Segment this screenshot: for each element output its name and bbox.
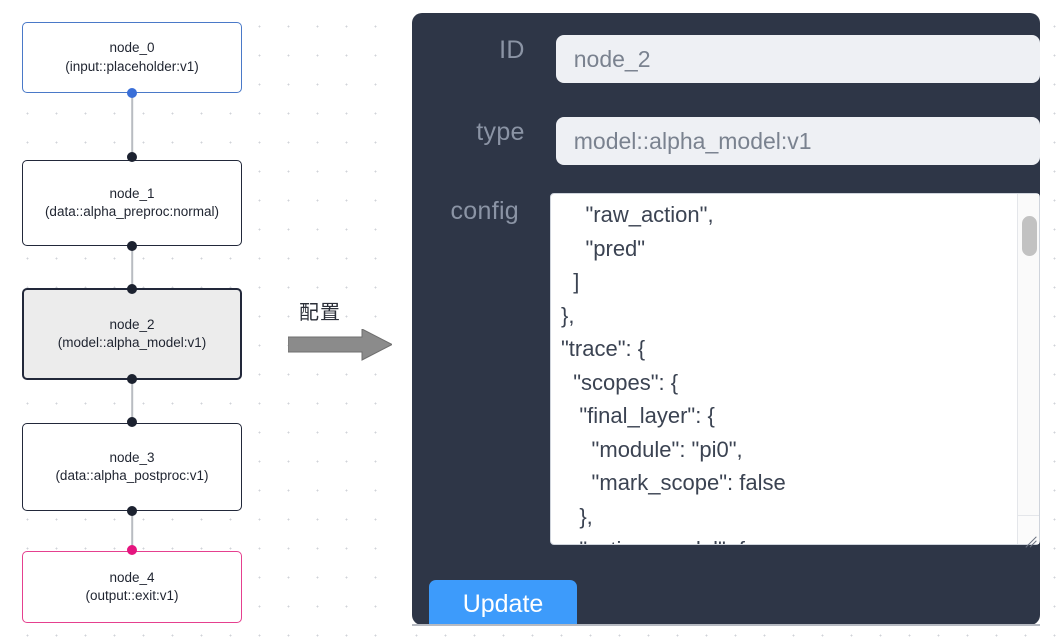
type-input[interactable] bbox=[555, 117, 1040, 165]
annotation-caption: 配置 bbox=[299, 300, 341, 324]
graph-node-node_2[interactable]: node_2 (model::alpha_model:v1) bbox=[22, 288, 242, 380]
right-arrow-icon bbox=[288, 329, 392, 361]
config-textarea-scrollbar-thumb[interactable] bbox=[1022, 216, 1037, 256]
graph-node-node_3[interactable]: node_3 (data::alpha_postproc:v1) bbox=[22, 423, 242, 511]
graph-node-label: node_1 (data::alpha_preproc:normal) bbox=[44, 185, 220, 220]
graph-node-node_4[interactable]: node_4 (output::exit:v1) bbox=[22, 551, 242, 623]
edge-node_3-node_4 bbox=[131, 511, 133, 551]
handle-node_3-target[interactable] bbox=[127, 417, 137, 427]
handle-node_0-source[interactable] bbox=[127, 88, 137, 98]
handle-node_1-target[interactable] bbox=[127, 152, 137, 162]
graph-node-label: node_4 (output::exit:v1) bbox=[85, 569, 179, 604]
edge-node_2-node_3 bbox=[131, 380, 133, 423]
graph-node-label: node_3 (data::alpha_postproc:v1) bbox=[55, 449, 209, 484]
graph-node-node_1[interactable]: node_1 (data::alpha_preproc:normal) bbox=[22, 160, 242, 246]
annotation-arrow-group: 配置 bbox=[288, 296, 396, 362]
node-config-panel: ID type config "raw_action", "pred" ] },… bbox=[412, 13, 1040, 625]
edge-node_0-node_1 bbox=[131, 93, 133, 160]
config-textarea-wrapper: "raw_action", "pred" ] }, "trace": { "sc… bbox=[550, 193, 1040, 545]
resize-grip-icon[interactable] bbox=[1017, 515, 1039, 544]
handle-node_1-source[interactable] bbox=[127, 241, 137, 251]
handle-node_4-target[interactable] bbox=[127, 545, 137, 555]
id-field-row: ID bbox=[412, 35, 1040, 83]
graph-node-label: node_2 (model::alpha_model:v1) bbox=[57, 316, 207, 351]
handle-node_3-source[interactable] bbox=[127, 506, 137, 516]
config-textarea[interactable]: "raw_action", "pred" ] }, "trace": { "sc… bbox=[550, 193, 1040, 545]
id-input[interactable] bbox=[555, 35, 1040, 83]
config-textarea-scrollbar[interactable] bbox=[1017, 194, 1039, 516]
panel-bottom-divider bbox=[412, 624, 1040, 626]
graph-canvas[interactable]: node_0 (input::placeholder:v1) node_1 (d… bbox=[0, 0, 398, 643]
type-field-label: type bbox=[476, 118, 525, 146]
update-button[interactable]: Update bbox=[429, 580, 577, 626]
type-field-row: type bbox=[412, 117, 1040, 165]
id-field-label: ID bbox=[499, 36, 525, 64]
handle-node_2-source[interactable] bbox=[127, 374, 137, 384]
config-field-row: config "raw_action", "pred" ] }, "trace"… bbox=[412, 193, 1040, 545]
config-field-label: config bbox=[450, 197, 519, 225]
edge-node_1-node_2 bbox=[131, 246, 133, 288]
graph-node-node_0[interactable]: node_0 (input::placeholder:v1) bbox=[22, 22, 242, 93]
graph-node-label: node_0 (input::placeholder:v1) bbox=[65, 40, 199, 74]
handle-node_2-target[interactable] bbox=[127, 284, 137, 294]
